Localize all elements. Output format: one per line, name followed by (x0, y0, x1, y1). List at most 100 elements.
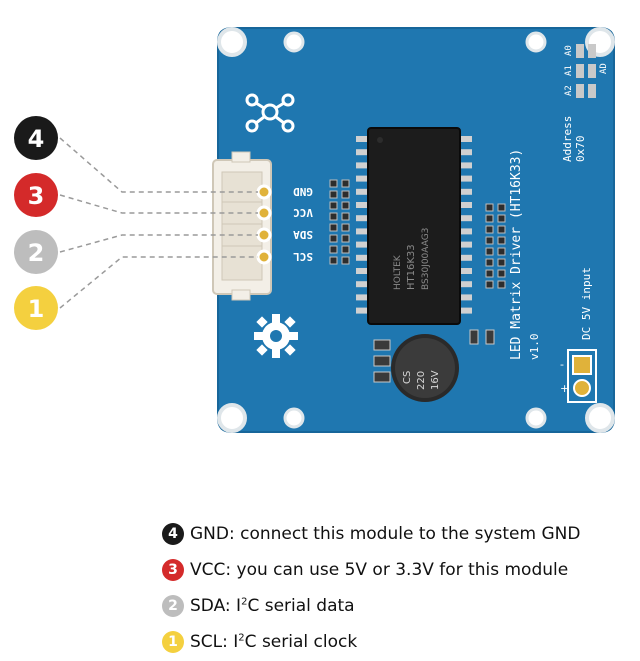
component-part (341, 190, 350, 199)
component-part (329, 179, 338, 188)
chip-text-brand: HOLTEK (393, 254, 403, 290)
grove-logo-icon (245, 93, 295, 133)
component-part (356, 294, 370, 301)
address-value: 0x70 (574, 136, 587, 163)
component-part (356, 215, 370, 222)
dc-input-section: DC 5V input + - (560, 267, 597, 403)
component-part (329, 256, 338, 265)
leader-lines (59, 137, 258, 309)
component-part (485, 280, 494, 289)
legend-text-vcc: VCC: you can use 5V or 3.3V for this mod… (190, 560, 569, 580)
component-part (356, 254, 370, 261)
component-part (341, 256, 350, 265)
component-part (356, 241, 370, 248)
component-part (497, 236, 506, 245)
smd-resistors-right (485, 203, 506, 289)
component-part (341, 245, 350, 254)
component-part (356, 307, 370, 314)
component-part (329, 201, 338, 210)
component-part (485, 269, 494, 278)
board-version: v1.0 (528, 334, 541, 361)
svg-text:4: 4 (28, 125, 45, 153)
component-part (329, 190, 338, 199)
svg-text:1: 1 (28, 295, 45, 323)
dc-minus: - (560, 358, 564, 371)
legend-text-scl: SCL: I2C serial clock (190, 632, 358, 652)
component-part (497, 203, 506, 212)
component-part (458, 281, 472, 288)
component-part (485, 236, 494, 245)
component-part (458, 307, 472, 314)
mounting-hole (585, 403, 615, 433)
component-part (497, 214, 506, 223)
smd-resistors-left (329, 179, 350, 265)
component-part (329, 234, 338, 243)
component-part (458, 241, 472, 248)
mounting-hole (217, 403, 247, 433)
address-ad: AD (599, 63, 609, 74)
component-part (485, 203, 494, 212)
component-part (458, 175, 472, 182)
component-part (497, 247, 506, 256)
svg-text:2: 2 (28, 239, 45, 267)
component-part (497, 269, 506, 278)
gear-icon (254, 314, 298, 358)
capacitor-text-3: 16V (430, 370, 441, 390)
component-part (341, 234, 350, 243)
component-part (356, 202, 370, 208)
chip-text-model: HT16K33 (406, 244, 417, 290)
component-part (458, 254, 472, 261)
component-part (356, 175, 370, 182)
component-part (356, 188, 370, 195)
pin-badges: 4 3 2 1 (14, 116, 58, 330)
dc-plus: + (560, 382, 569, 395)
component-part (356, 268, 370, 274)
component-part (458, 188, 472, 195)
component-part (497, 225, 506, 234)
address-pad-a1: A1 (564, 65, 574, 76)
component-part (341, 212, 350, 221)
pin-badge-1: 1 (14, 286, 58, 330)
capacitor: CS 220 16V (391, 334, 459, 402)
component-part (356, 149, 370, 156)
component-part (458, 215, 472, 222)
grove-connector (212, 151, 272, 301)
component-part (458, 136, 472, 142)
legend-badge-1: 1 (162, 631, 184, 653)
pin-labels: GND VCC SDA SCL (293, 185, 313, 263)
component-part (497, 280, 506, 289)
component-part (356, 228, 370, 235)
component-part (485, 214, 494, 223)
legend-badge-4: 4 (162, 523, 184, 545)
address-pad-a2: A2 (564, 85, 574, 96)
address-pad-a0: A0 (564, 45, 574, 56)
legend-row-vcc: 3 VCC: you can use 5V or 3.3V for this m… (162, 552, 632, 588)
component-part (485, 258, 494, 267)
svg-text:3: 3 (28, 182, 45, 210)
legend-row-gnd: 4 GND: connect this module to the system… (162, 516, 632, 552)
pin-badge-3: 3 (14, 173, 58, 217)
mounting-hole (217, 27, 247, 57)
chip-text-lot: BS30J00AAG3 (421, 228, 431, 290)
component-part (356, 281, 370, 288)
ic-chip: HOLTEK HT16K33 BS30J00AAG3 (356, 127, 472, 325)
pin-label-gnd: GND (293, 185, 313, 198)
legend-badge-2: 2 (162, 595, 184, 617)
component-part (458, 202, 472, 208)
pin-label-scl: SCL (293, 250, 313, 263)
address-section: Address 0x70 A2 A1 A0 AD (561, 44, 609, 162)
component-part (341, 223, 350, 232)
legend-text-gnd: GND: connect this module to the system G… (190, 524, 581, 544)
capacitor-text-1: CS (402, 371, 413, 384)
legend-row-scl: 1 SCL: I2C serial clock (162, 624, 632, 660)
component-part (329, 245, 338, 254)
smd-components (373, 329, 495, 383)
component-part (341, 179, 350, 188)
component-part (341, 201, 350, 210)
component-part (329, 212, 338, 221)
component-part (458, 228, 472, 235)
legend-text-sda: SDA: I2C serial data (190, 596, 355, 616)
component-part (458, 162, 472, 169)
pin-badge-2: 2 (14, 230, 58, 274)
board-title: LED Matrix Driver (HT16K33) (509, 149, 524, 360)
